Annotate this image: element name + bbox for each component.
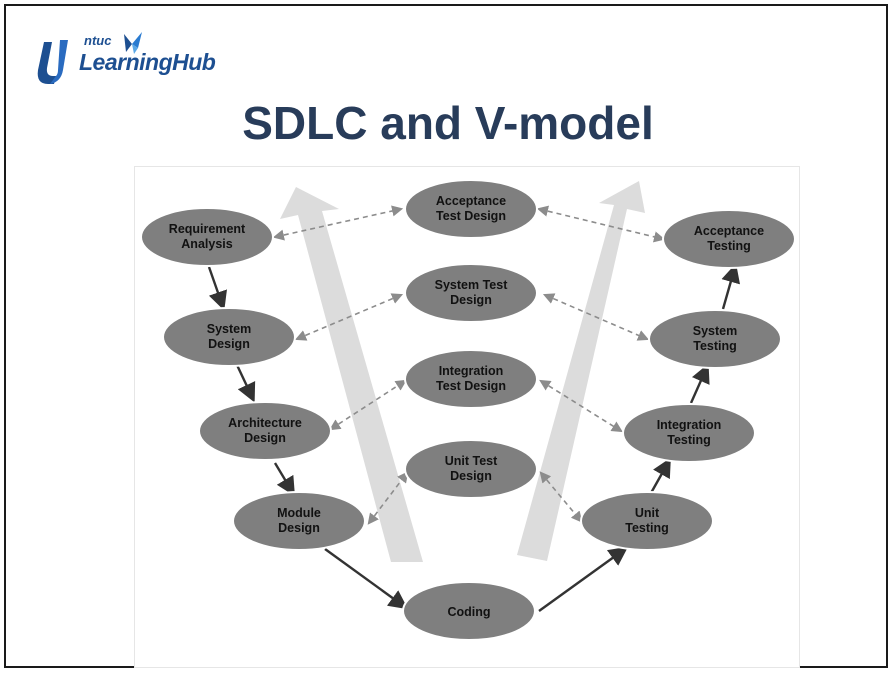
node-architecture-design: Architecture Design [198, 401, 332, 461]
node-label-line: Design [450, 293, 492, 307]
logo-learninghub-text: LearningHub [79, 49, 216, 75]
link-acceptance-design-acceptance-testing [536, 205, 666, 243]
node-label-line: Testing [707, 239, 751, 253]
node-label-line: Testing [667, 433, 711, 447]
node-requirement-analysis: Requirement Analysis [140, 207, 274, 267]
logo-u-mark [37, 40, 68, 84]
node-label-line: Design [244, 431, 286, 445]
node-label-line: Analysis [181, 237, 232, 251]
node-label-line: Integration [657, 418, 722, 432]
arrow-coding-unit-testing [538, 546, 629, 612]
logo-ntuc-text: ntuc [84, 33, 112, 48]
link-module-unit-test-design [367, 471, 409, 525]
arrow-system-acceptance-testing [721, 263, 741, 310]
node-label-line: Coding [447, 605, 490, 619]
node-label-line: Testing [625, 521, 669, 535]
node-unit-testing: Unit Testing [580, 491, 714, 551]
v-model-diagram: Requirement Analysis System Design Archi… [134, 166, 800, 668]
page-title: SDLC and V-model [242, 97, 654, 149]
arrow-architecture-module [273, 462, 295, 497]
link-system-test-design-system-testing [542, 293, 650, 341]
node-label-line: Design [278, 521, 320, 535]
arrow-requirement-system-design [207, 266, 227, 311]
node-acceptance-testing: Acceptance Testing [662, 209, 796, 269]
slide: ntuc LearningHub SDLC and V-model [4, 4, 888, 668]
arrow-integration-system-testing [689, 363, 710, 404]
node-acceptance-test-design: Acceptance Test Design [404, 179, 538, 239]
node-label-line: Architecture [228, 416, 302, 430]
node-label-line: Acceptance [436, 194, 506, 208]
node-label-line: Unit [635, 506, 660, 520]
node-label-line: Acceptance [694, 224, 764, 238]
node-label-line: System Test [435, 278, 509, 292]
big-arrow-right [517, 181, 645, 561]
node-system-test-design: System Test Design [404, 263, 538, 323]
link-system-design-system-test-design [294, 293, 404, 341]
big-arrow-left [280, 187, 423, 562]
node-label-line: Test Design [436, 379, 506, 393]
node-label-line: Requirement [169, 222, 246, 236]
node-system-design: System Design [162, 307, 296, 367]
node-label-line: Unit Test [445, 454, 498, 468]
node-label-line: Integration [439, 364, 504, 378]
link-architecture-integration-test-design [329, 379, 407, 431]
node-label-line: Design [450, 469, 492, 483]
ntuc-learninghub-logo: ntuc LearningHub [36, 30, 216, 90]
node-system-testing: System Testing [648, 309, 782, 369]
node-coding: Coding [402, 581, 536, 641]
node-unit-test-design: Unit Test Design [404, 439, 538, 499]
node-label-line: System [207, 322, 251, 336]
arrow-system-architecture [235, 364, 256, 403]
butterfly-icon [124, 32, 142, 54]
node-label-line: System [693, 324, 737, 338]
link-integration-test-design-integration-testing [539, 379, 623, 433]
arrow-module-coding [324, 548, 409, 610]
v-model-svg: Requirement Analysis System Design Archi… [140, 179, 796, 641]
node-integration-test-design: Integration Test Design [404, 349, 538, 409]
link-unit-test-design-unit-testing [539, 471, 583, 523]
node-module-design: Module Design [232, 491, 366, 551]
node-label-line: Module [277, 506, 321, 520]
node-label-line: Testing [693, 339, 737, 353]
link-requirement-acceptance-design [272, 205, 404, 241]
node-integration-testing: Integration Testing [622, 403, 756, 463]
node-label-line: Test Design [436, 209, 506, 223]
node-label-line: Design [208, 337, 250, 351]
arrow-unit-integration [649, 457, 671, 494]
